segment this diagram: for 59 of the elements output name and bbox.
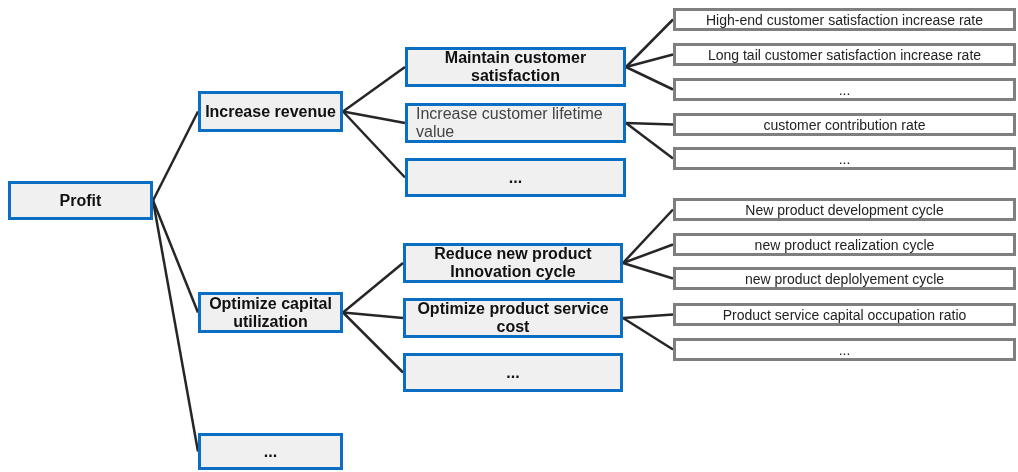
connector-line	[342, 311, 404, 374]
node-label: ...	[838, 81, 851, 98]
tree-node-box	[198, 292, 343, 333]
node-label: new product deplolyement cycle	[744, 270, 945, 287]
connector-line	[625, 53, 674, 69]
connector-line	[342, 66, 406, 113]
node-label: new product realization cycle	[754, 236, 935, 253]
connector-line	[622, 261, 674, 280]
connector-line	[151, 110, 200, 202]
node-label: ...	[506, 363, 520, 382]
tree-node-box	[673, 198, 1016, 221]
tree-node-box	[403, 353, 623, 392]
node-label: Maintain customer satisfaction	[443, 49, 588, 85]
connector-line	[625, 121, 674, 126]
connector-line	[622, 313, 674, 320]
node-label: ...	[838, 150, 851, 167]
tree-node-box	[673, 267, 1016, 290]
node-label: Long tail customer satisfaction increase rate	[707, 46, 982, 63]
node-label: High-end customer satisfaction increase rate	[706, 11, 983, 28]
node-label: Increase revenue	[205, 102, 336, 121]
tree-node-box	[8, 181, 153, 220]
tree-node-box	[673, 113, 1016, 136]
connector-line	[342, 311, 404, 320]
connector-line	[342, 110, 406, 125]
connector-line	[622, 316, 674, 351]
connector-line	[342, 110, 406, 179]
tree-node-box	[403, 298, 623, 338]
node-label: Reduce new product Innovation cycle	[433, 245, 593, 281]
node-label: ...	[838, 341, 851, 358]
tree-node-box	[673, 8, 1016, 31]
connector-line	[625, 122, 674, 160]
node-label: ...	[508, 168, 523, 187]
connector-line	[342, 262, 404, 314]
connector-line	[625, 65, 674, 91]
node-label: Optimize product service cost	[416, 300, 610, 336]
connector-line	[151, 200, 200, 452]
node-label: Optimize capital utilization	[208, 294, 333, 331]
tree-node-box	[403, 243, 623, 283]
tree-node-box	[405, 47, 626, 87]
connector-line	[151, 200, 200, 313]
tree-node-box	[673, 43, 1016, 66]
tree-node-box	[673, 147, 1016, 170]
connector-line	[622, 208, 674, 264]
tree-node-box	[405, 103, 626, 143]
node-label: Profit	[59, 191, 102, 210]
tree-node-box	[673, 338, 1016, 361]
tree-node-box	[198, 91, 343, 132]
node-label: New product development cycle	[745, 201, 944, 218]
node-label: Increase customer lifetime value	[416, 105, 604, 141]
tree-node-box	[673, 303, 1016, 326]
tree-node-box	[405, 158, 626, 197]
node-label: customer contribution rate	[763, 116, 926, 133]
connector-line	[625, 18, 674, 68]
node-label: Product service capital occupation ratio	[722, 306, 967, 323]
tree-node-box	[198, 433, 343, 470]
tree-node-box	[673, 233, 1016, 256]
node-label: ...	[263, 442, 278, 461]
tree-node-box	[673, 78, 1016, 101]
connector-line	[622, 243, 674, 265]
